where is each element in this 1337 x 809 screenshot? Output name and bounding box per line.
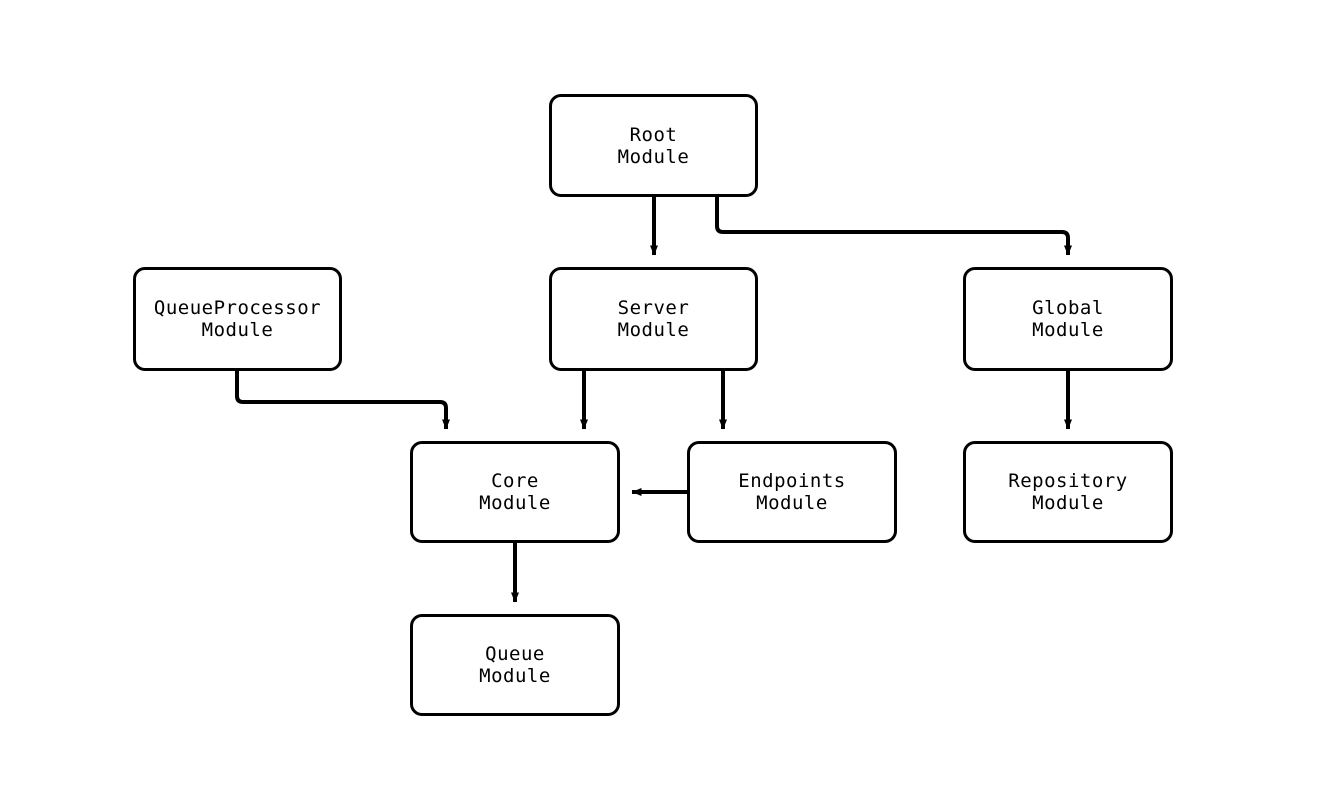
node-repository-label-line1: Repository — [1008, 470, 1128, 492]
node-queue-label-line1: Queue — [485, 643, 545, 665]
node-server[interactable]: Server Module — [549, 267, 758, 371]
edge-root-to-global — [715, 197, 1072, 256]
node-queueprocessor-label-line1: QueueProcessor — [153, 297, 322, 319]
node-root-label-line1: Root — [629, 123, 678, 146]
node-server-label-line2: Module — [617, 319, 690, 341]
node-global-label-line2: Module — [1032, 319, 1104, 341]
node-core-label-line2: Module — [479, 492, 551, 514]
node-server-label-line1: Server — [617, 297, 690, 319]
node-queueprocessor[interactable]: QueueProcessor Module — [133, 267, 342, 371]
node-endpoints-label-line2: Module — [756, 492, 828, 514]
node-endpoints[interactable]: Endpoints Module — [687, 441, 897, 543]
node-global[interactable]: Global Module — [963, 267, 1173, 371]
edge-queueprocessor-to-core — [235, 371, 450, 430]
node-queue-label-line2: Module — [479, 665, 551, 687]
node-queueprocessor-label-line2: Module — [201, 319, 274, 341]
node-repository-label-line2: Module — [1032, 492, 1104, 514]
node-core-label-line1: Core — [491, 470, 539, 492]
node-global-label-line1: Global — [1032, 297, 1104, 319]
node-root-label-line2: Module — [617, 145, 690, 168]
node-core[interactable]: Core Module — [410, 441, 620, 543]
node-root[interactable]: Root Module — [549, 94, 758, 197]
node-queue[interactable]: Queue Module — [410, 614, 620, 716]
node-endpoints-label-line1: Endpoints — [738, 470, 846, 492]
node-repository[interactable]: Repository Module — [963, 441, 1173, 543]
